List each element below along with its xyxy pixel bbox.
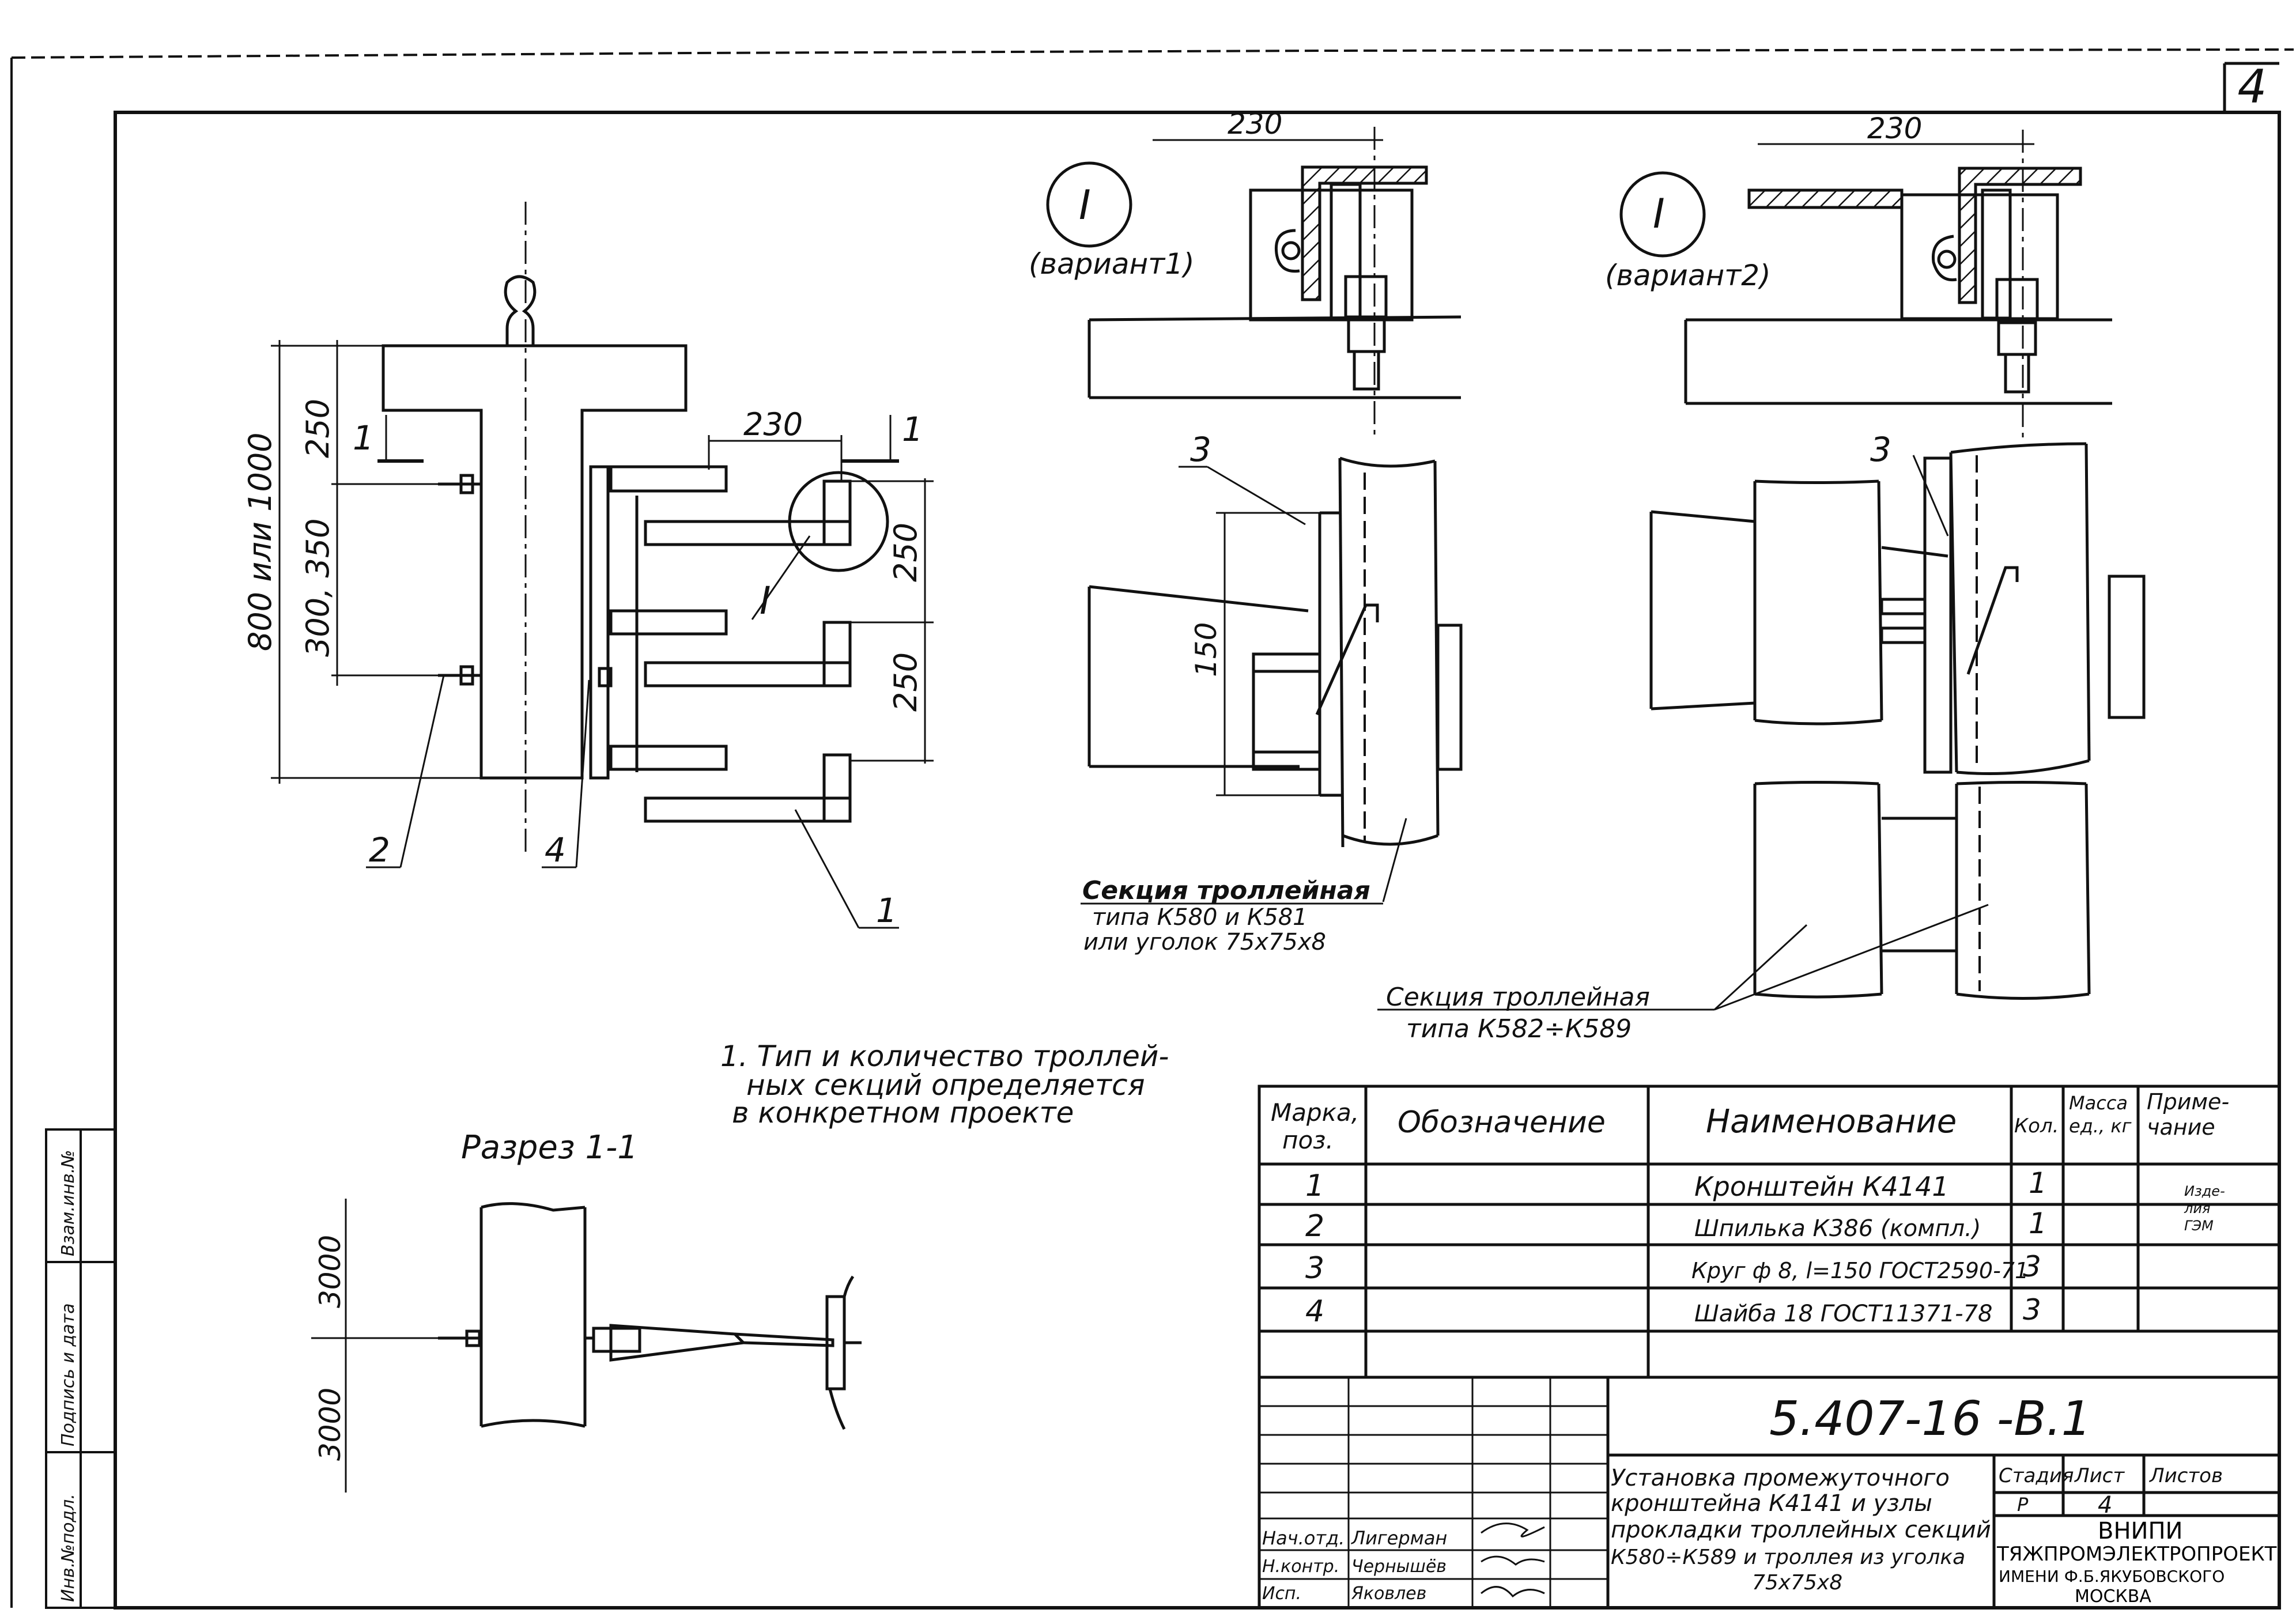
spec-header-note: Приме-чание: [2147, 1089, 2229, 1140]
side-strip-inv-original: Инв.№подл.: [58, 1494, 78, 1602]
org-line-3: ИМЕНИ Ф.Б.ЯКУБОВСКОГО: [1999, 1567, 2225, 1586]
side-strip: [45, 1128, 116, 1609]
main-view-dimensions: [271, 340, 934, 929]
main-view: [382, 202, 889, 853]
side-left-caption-1: Секция троллейная: [1082, 876, 1370, 905]
spec-header-name: Наименование: [1706, 1103, 1957, 1140]
side-strip-sign-date: Подпись и дата: [58, 1304, 78, 1447]
note-line-2: ных секций определяется: [746, 1068, 1145, 1102]
side-left-pos-3: 3: [1190, 430, 1211, 469]
org-line-4: МОСКВА: [2075, 1586, 2151, 1607]
detail-variant2-mark: I: [1653, 190, 1665, 237]
person-1-name: Лигерман: [1351, 1527, 1447, 1549]
dim-overall: 800 или 1000: [242, 432, 278, 651]
doc-title-line-5: 75x75x8: [1752, 1571, 1842, 1595]
callout-detail-label: I: [760, 579, 771, 623]
dim-middle: 300, 350: [300, 519, 336, 657]
person-1-role: Нач.отд.: [1262, 1527, 1345, 1549]
detail-variant1: [1046, 127, 1462, 438]
side-view-right: [1649, 442, 2146, 1000]
section-dim-upper: 3000: [314, 1235, 347, 1308]
spec-row-3: 3 Круг ф 8, l=150 ГОСТ2590-71 3: [1305, 1250, 2041, 1286]
person-2-role: Н.контр.: [1262, 1556, 1339, 1577]
spec-row-2: 2 Шпилька К386 (компл.) 1: [1305, 1207, 2047, 1244]
detail-variant1-dim: 230: [1228, 107, 1282, 141]
dim-right-lower: 250: [888, 652, 924, 712]
spec-header-designation: Обозначение: [1398, 1105, 1606, 1140]
sheet-label: Лист: [2074, 1464, 2125, 1487]
person-2-name: Чернышёв: [1351, 1556, 1447, 1577]
spec-header-mark: Марка,поз.: [1271, 1098, 1359, 1154]
section-view: [438, 1202, 862, 1430]
spec-row-3-qty: 3: [2023, 1250, 2041, 1283]
title-block-grid: [1257, 1376, 2281, 1610]
sheets-label: Листов: [2148, 1464, 2223, 1487]
doc-title-line-1: Установка промежуточного: [1611, 1465, 1950, 1491]
person-3-name: Яковлев: [1351, 1584, 1426, 1604]
detail-variant1-label: (вариант1): [1029, 247, 1195, 281]
org-line-2: ТЯЖПРОМЭЛЕКТРОПРОЕКТ: [1996, 1543, 2277, 1566]
stage-value: Р: [2017, 1494, 2029, 1516]
spec-row-2-qty: 1: [2029, 1207, 2047, 1240]
cut-mark-left: 1: [353, 418, 374, 458]
pos-2-label: 2: [369, 830, 390, 870]
side-left-dim-150: 150: [1189, 622, 1223, 677]
spec-row-1-name: Кронштейн К4141: [1694, 1171, 1949, 1202]
doc-title-line-3: прокладки троллейных секций: [1611, 1517, 1991, 1543]
section-dims: [311, 1199, 438, 1493]
side-right-pos-3: 3: [1870, 430, 1891, 469]
spec-header-qty: Кол.: [2014, 1114, 2059, 1138]
note-line-1: 1. Тип и количество троллей-: [720, 1040, 1169, 1073]
detail-variant2-dim: 230: [1867, 112, 1922, 145]
spec-row-1-qty: 1: [2029, 1166, 2047, 1200]
stage-label: Стадия: [1999, 1464, 2074, 1487]
side-left-caption-3: или уголок 75x75x8: [1083, 929, 1326, 955]
side-view-left: [1087, 456, 1463, 848]
section-dim-lower: 3000: [314, 1388, 347, 1461]
spec-row-3-name: Круг ф 8, l=150 ГОСТ2590-71: [1691, 1258, 2029, 1283]
signatures: [1481, 1522, 1545, 1598]
spec-row-4-pos: 4: [1305, 1294, 1324, 1329]
side-right-caption-1: Секция троллейная: [1386, 983, 1650, 1012]
doc-code: 5.407-16 -В.1: [1769, 1392, 2091, 1446]
detail-variant2-label: (вариант2): [1605, 259, 1771, 292]
side-view-left-dims: [1081, 466, 1407, 905]
sheet-frame: [10, 48, 2294, 1610]
spec-row-4-qty: 3: [2023, 1293, 2041, 1327]
detail-variant2: [1619, 130, 2112, 438]
spec-row-2-name: Шпилька К386 (компл.): [1694, 1215, 1981, 1242]
detail-variant1-mark: I: [1079, 182, 1091, 229]
spec-row-1-pos: 1: [1305, 1169, 1324, 1203]
spec-row-3-pos: 3: [1305, 1251, 1324, 1286]
section-title: Разрез 1-1: [461, 1129, 638, 1166]
pos-4-label: 4: [545, 830, 566, 870]
cut-mark-right: 1: [902, 410, 923, 449]
doc-title-line-4: К580÷К589 и троллея из уголка: [1611, 1546, 1965, 1569]
side-strip-inv-replace: Взам.инв.№: [58, 1150, 78, 1256]
sheet-number: 4: [2238, 60, 2267, 114]
dim-bracket-width: 230: [743, 406, 803, 443]
dim-top: 250: [300, 399, 336, 458]
org-line-1: ВНИПИ: [2098, 1518, 2182, 1544]
spec-row-2-pos: 2: [1305, 1209, 1324, 1244]
dim-right-upper: 250: [888, 523, 924, 582]
spec-row-4-name: Шайба 18 ГОСТ11371-78: [1694, 1301, 1993, 1327]
spec-row-4: 4 Шайба 18 ГОСТ11371-78 3: [1305, 1293, 2041, 1329]
pos-1-label: 1: [876, 891, 897, 930]
sheet-value: 4: [2098, 1492, 2112, 1518]
doc-title-line-2: кронштейна К4141 и узлы: [1611, 1490, 1932, 1517]
person-3-role: Исп.: [1262, 1584, 1301, 1604]
side-left-caption-2: типа К580 и К581: [1092, 904, 1308, 931]
side-view-right-dims: [1377, 455, 1989, 1011]
note-line-3: в конкретном проекте: [732, 1096, 1074, 1129]
side-right-caption-2: типа К582÷К589: [1406, 1014, 1632, 1044]
